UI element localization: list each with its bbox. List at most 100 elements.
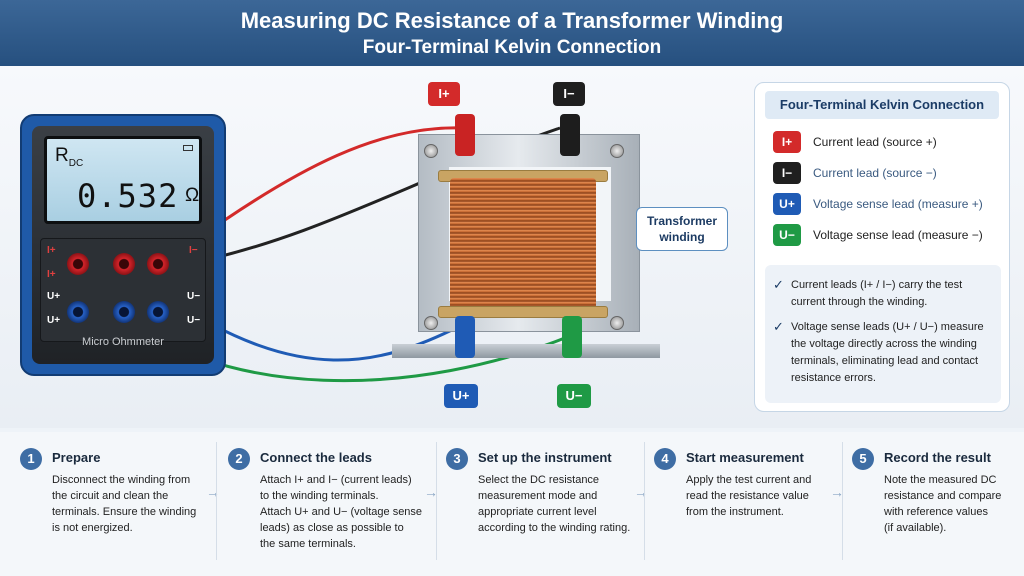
step-description: Apply the test current and read the resi…: [686, 472, 811, 520]
meter-model-label: Micro Ohmmeter: [82, 336, 164, 348]
meter-label-u-plus: U+: [47, 291, 61, 302]
step-number: 5: [852, 448, 874, 470]
step-5: 5 Record the result Note the measured DC…: [852, 442, 1017, 570]
note-voltage-leads: Voltage sense leads (U+ / U−) measure th…: [791, 321, 984, 384]
bolt-icon: [610, 316, 624, 330]
callout-line-1: Transformer: [646, 214, 718, 228]
terminal-panel: I+ I+ I− U+ U+ U− U−: [40, 238, 206, 342]
tag-i-minus: I−: [553, 82, 585, 106]
legend-card: Four-Terminal Kelvin Connection I+ Curre…: [754, 82, 1010, 412]
arrow-icon: →: [830, 484, 844, 500]
step-line: resistance and compare: [884, 490, 1002, 502]
jack-u-minus-b[interactable]: [147, 301, 169, 323]
step-line: Attach U+ and U− (voltage sense: [260, 506, 423, 518]
step-1: 1 Prepare Disconnect the winding from th…: [20, 442, 210, 570]
check-icon: ✓: [773, 277, 784, 292]
lcd-display: RDC 0.532 Ω: [44, 136, 202, 224]
step-title: Set up the instrument: [478, 450, 612, 465]
step-line: Apply the test current and: [686, 474, 812, 486]
symbol-subscript: DC: [68, 157, 84, 169]
step-3: 3 Set up the instrument Select the DC re…: [446, 442, 636, 570]
step-line: the circuit and clean the: [52, 490, 169, 502]
meter-label-u-minus-2: U−: [187, 315, 201, 326]
page-title: Measuring DC Resistance of a Transformer…: [240, 8, 784, 33]
meter-label-i-minus: I−: [189, 245, 198, 256]
check-icon: ✓: [773, 319, 784, 334]
clamp-u-minus: [562, 316, 582, 358]
jack-u-plus[interactable]: [67, 301, 89, 323]
battery-icon: [183, 145, 193, 151]
arrow-icon: →: [424, 484, 438, 500]
coil-bottom-flange: [438, 306, 608, 318]
step-line: to the winding terminals.: [260, 490, 379, 502]
jack-u-minus-a[interactable]: [113, 301, 135, 323]
tag-u-plus: U+: [444, 384, 478, 408]
legend-notes: ✓ Current leads (I+ / I−) carry the test…: [765, 265, 1001, 403]
meter-face: RDC 0.532 Ω I+ I+ I− U+ U+ U− U− Micro: [32, 126, 214, 364]
jack-i-minus-b[interactable]: [147, 253, 169, 275]
callout-line-2: winding: [659, 230, 705, 244]
legend-text: Current lead (source −): [813, 166, 937, 180]
legend-text: Current lead (source +): [813, 135, 937, 149]
step-description: Disconnect the winding from the circuit …: [52, 472, 196, 536]
step-line: according to the winding rating.: [478, 522, 631, 534]
step-line: Note the measured DC: [884, 474, 997, 486]
clamp-i-minus: [560, 114, 580, 156]
step-title: Prepare: [52, 450, 101, 465]
step-divider: [216, 442, 217, 560]
clamp-i-plus: [455, 114, 475, 156]
copper-winding: [450, 178, 596, 310]
bolt-icon: [610, 144, 624, 158]
bolt-icon: [424, 144, 438, 158]
step-line: Attach I+ and I− (current leads): [260, 474, 412, 486]
badge-u-minus: U−: [773, 224, 801, 246]
tag-u-minus: U−: [557, 384, 591, 408]
resistance-symbol: RDC: [55, 145, 83, 169]
diagram-scene: RDC 0.532 Ω I+ I+ I− U+ U+ U− U− Micro: [0, 66, 1024, 428]
step-description: Attach I+ and I− (current leads) to the …: [260, 472, 422, 552]
meter-label-i-plus-2: I+: [47, 269, 56, 280]
step-2: 2 Connect the leads Attach I+ and I− (cu…: [228, 442, 423, 570]
step-line: from the instrument.: [686, 506, 784, 518]
meter-label-u-plus-2: U+: [47, 315, 61, 326]
page-subtitle: Four-Terminal Kelvin Connection: [362, 37, 662, 58]
step-4: 4 Start measurement Apply the test curre…: [654, 442, 824, 570]
bolt-icon: [424, 316, 438, 330]
tag-i-plus: I+: [428, 82, 460, 106]
step-title: Connect the leads: [260, 450, 372, 465]
step-line: terminals. Ensure the winding: [52, 506, 197, 518]
step-line: with reference values: [884, 506, 988, 518]
legend-text: Voltage sense lead (measure −): [813, 228, 983, 242]
winding-callout: Transformer winding: [636, 207, 728, 251]
badge-i-plus: I+: [773, 131, 801, 153]
step-description: Select the DC resistance measurement mod…: [478, 472, 630, 536]
step-number: 1: [20, 448, 42, 470]
step-line: (if available).: [884, 522, 947, 534]
header-banner: Measuring DC Resistance of a Transformer…: [0, 0, 1024, 66]
step-number: 3: [446, 448, 468, 470]
step-number: 4: [654, 448, 676, 470]
step-line: leads) as close as possible to: [260, 522, 404, 534]
step-title: Record the result: [884, 450, 991, 465]
step-divider: [842, 442, 843, 560]
wire-i-plus: [195, 126, 461, 242]
symbol-r: R: [55, 145, 69, 166]
note-current-leads: Current leads (I+ / I−) carry the test c…: [791, 279, 963, 308]
step-number: 2: [228, 448, 250, 470]
resistance-reading: 0.532: [77, 177, 179, 215]
ohm-unit: Ω: [185, 185, 200, 206]
transformer-base: [392, 344, 660, 358]
step-title: Start measurement: [686, 450, 804, 465]
badge-i-minus: I−: [773, 162, 801, 184]
step-line: read the resistance value: [686, 490, 809, 502]
meter-label-i-plus: I+: [47, 245, 56, 256]
clamp-u-plus: [455, 316, 475, 358]
step-line: is not energized.: [52, 522, 133, 534]
jack-i-minus-a[interactable]: [113, 253, 135, 275]
procedure-steps: 1 Prepare Disconnect the winding from th…: [0, 432, 1024, 576]
step-line: Disconnect the winding from: [52, 474, 191, 486]
step-line: measurement mode and: [478, 490, 598, 502]
jack-i-plus[interactable]: [67, 253, 89, 275]
arrow-icon: →: [206, 484, 220, 500]
step-description: Note the measured DC resistance and comp…: [884, 472, 1001, 536]
